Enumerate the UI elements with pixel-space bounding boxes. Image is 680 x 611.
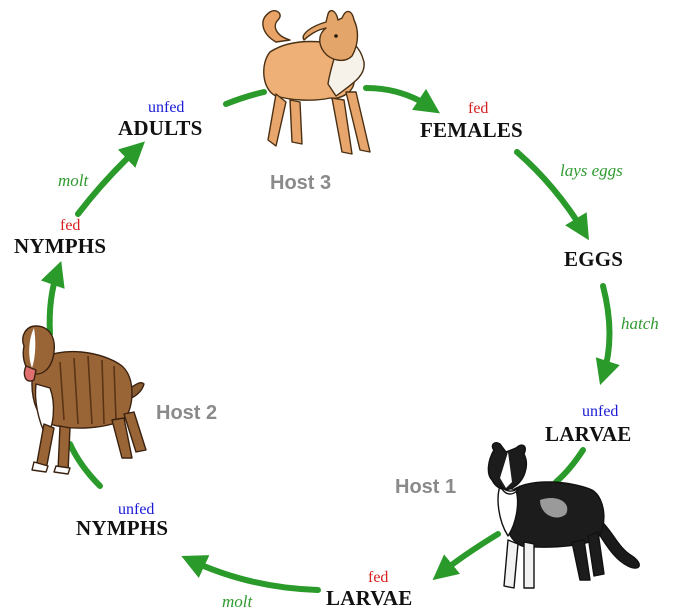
nymphs-unfed-stage-label: NYMPHS xyxy=(76,518,168,539)
larvae-unfed-stage-label: LARVAE xyxy=(545,424,631,445)
arrow-eggs-to-larvae xyxy=(603,286,610,376)
host3-dog-illustration xyxy=(263,11,370,154)
hatch-step-label: hatch xyxy=(621,315,659,332)
host1-dog-illustration xyxy=(488,443,639,588)
eggs-stage-label: EGGS xyxy=(564,249,623,270)
arrow-nymphs-to-host2 xyxy=(70,444,100,486)
host2-dog-illustration xyxy=(23,326,146,474)
arrow-host3-to-females xyxy=(366,88,432,108)
lays-eggs-step-label: lays eggs xyxy=(560,162,623,179)
larvae-unfed-status-label: unfed xyxy=(582,404,618,420)
nymphs-fed-status-label: fed xyxy=(60,218,80,234)
adults-status-label: unfed xyxy=(148,100,184,116)
females-stage-label: FEMALES xyxy=(420,120,523,141)
arrow-host1-to-fed-larvae xyxy=(440,534,498,574)
arrow-fed-larvae-to-unfed-nymphs xyxy=(190,560,318,590)
host3-label: Host 3 xyxy=(270,173,331,193)
larvae-fed-status-label: fed xyxy=(368,570,388,586)
females-status-label: fed xyxy=(468,101,488,117)
molt-step-label-left: molt xyxy=(58,172,88,189)
nymphs-fed-stage-label: NYMPHS xyxy=(14,236,106,257)
molt-step-label-bottom: molt xyxy=(222,593,252,610)
arrow-adults-to-host3 xyxy=(226,92,264,104)
arrow-larvae-to-host1 xyxy=(556,450,583,482)
host1-label: Host 1 xyxy=(395,477,456,497)
larvae-fed-stage-label: LARVAE xyxy=(326,588,412,609)
host2-label: Host 2 xyxy=(156,403,217,423)
arrow-host2-to-fed-nymphs xyxy=(50,270,58,334)
adults-stage-label: ADULTS xyxy=(118,118,202,139)
